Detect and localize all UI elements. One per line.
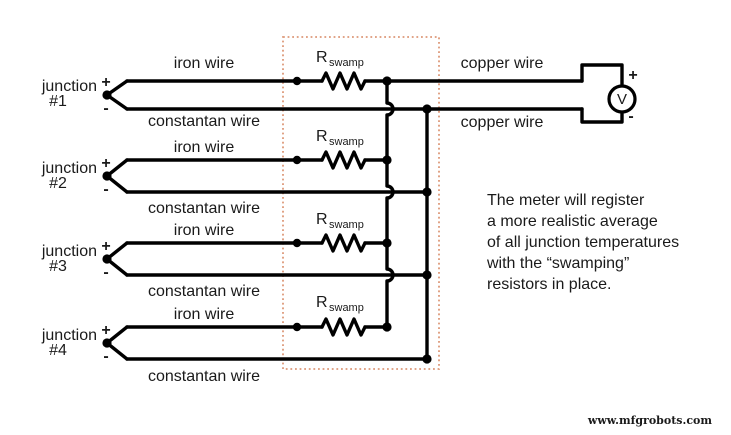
iron-wire-3-node-dot	[292, 238, 302, 248]
iron-bus-line	[385, 79, 395, 329]
caption-line-4: with the “swamping”	[486, 255, 629, 272]
junction-2-number: #2	[49, 175, 67, 192]
resistor-4-label: R	[316, 294, 328, 311]
junction-1-number: #1	[49, 93, 67, 110]
watermark-text: www.mfgrobots.com	[587, 414, 712, 427]
junction-4-plus-sign: +	[101, 322, 110, 339]
resistor-4-label-sub: swamp	[329, 302, 364, 314]
swamping-region-dotted-box	[282, 36, 440, 370]
junction-3-minus-sign: -	[103, 264, 108, 281]
constantan-bus-dot-3	[422, 270, 432, 280]
voltmeter: V + -	[580, 63, 638, 125]
caption-line-1: The meter will register	[487, 192, 645, 209]
junction-3-plus-sign: +	[101, 238, 110, 255]
constantan-bus-dot-4	[422, 354, 432, 364]
junction-4-number: #4	[49, 342, 67, 359]
voltmeter-minus-sign: -	[628, 108, 633, 125]
iron-wire-1-node-dot	[292, 76, 302, 86]
constantan-wire-label-4: constantan wire	[148, 368, 260, 385]
resistor-2-zigzag	[320, 150, 367, 170]
resistor-2-label-sub: swamp	[329, 136, 364, 148]
caption-line-2: a more realistic average	[487, 213, 658, 230]
resistor-1-label-sub: swamp	[329, 57, 364, 69]
iron-wire-label-1: iron wire	[174, 55, 235, 72]
voltmeter-bottom-lead	[580, 107, 624, 124]
junction-2: junction #2 + - iron wire constantan wir…	[41, 128, 429, 217]
constantan-wire-label-2: constantan wire	[148, 200, 260, 217]
caption-text: The meter will register a more realistic…	[486, 192, 679, 293]
resistor-3-label-sub: swamp	[329, 219, 364, 231]
caption-line-3: of all junction temperatures	[487, 234, 679, 251]
junction-2-node-dot	[102, 171, 112, 181]
iron-wire-4-node-dot	[292, 322, 302, 332]
junction-1-plus-sign: +	[101, 74, 110, 91]
iron-bus-dot-3	[382, 238, 392, 248]
junction-1: junction #1 + - iron wire constantan wir…	[41, 49, 584, 130]
voltmeter-plus-sign: +	[628, 67, 637, 84]
iron-bus-dot-4	[382, 322, 392, 332]
constantan-wire-label-3: constantan wire	[148, 283, 260, 300]
iron-wire-label-3: iron wire	[174, 222, 235, 239]
junction-1-label: junction	[41, 78, 97, 95]
constantan-bus-dot-2	[422, 187, 432, 197]
iron-bus-dot-1	[382, 76, 392, 86]
resistor-2-label: R	[316, 128, 328, 145]
copper-wire-label-top: copper wire	[461, 55, 544, 72]
voltmeter-circle	[607, 84, 637, 114]
junction-4-minus-sign: -	[103, 348, 108, 365]
resistor-3-label: R	[316, 211, 328, 228]
constantan-wire-label-1: constantan wire	[148, 113, 260, 130]
resistor-1-label: R	[316, 49, 328, 66]
junction-1-node-dot	[102, 90, 112, 100]
iron-wire-2-node-dot	[292, 155, 302, 165]
resistor-4-zigzag	[320, 317, 367, 337]
voltmeter-symbol: V	[617, 91, 627, 108]
iron-wire-label-2: iron wire	[174, 139, 235, 156]
junction-2-label: junction	[41, 160, 97, 177]
junction-3-node-dot	[102, 254, 112, 264]
iron-wire-label-4: iron wire	[174, 306, 235, 323]
junction-2-minus-sign: -	[103, 181, 108, 198]
junction-3-number: #3	[49, 258, 67, 275]
junction-3: junction #3 + - iron wire constantan wir…	[41, 211, 429, 300]
junction-4-label: junction	[41, 327, 97, 344]
junction-4: junction #4 + - iron wire constantan wir…	[41, 294, 429, 385]
constantan-bus-dot-1	[422, 104, 432, 114]
bus-lines	[382, 76, 432, 364]
resistor-3-zigzag	[320, 233, 367, 253]
junction-3-label: junction	[41, 243, 97, 260]
junction-1-minus-sign: -	[103, 100, 108, 117]
junction-4-node-dot	[102, 338, 112, 348]
iron-bus-dot-2	[382, 155, 392, 165]
caption-line-5: resistors in place.	[487, 276, 612, 293]
voltmeter-top-lead	[580, 63, 624, 88]
copper-wire-label-bottom: copper wire	[461, 114, 544, 131]
junction-2-plus-sign: +	[101, 155, 110, 172]
resistor-1-zigzag	[320, 71, 367, 91]
